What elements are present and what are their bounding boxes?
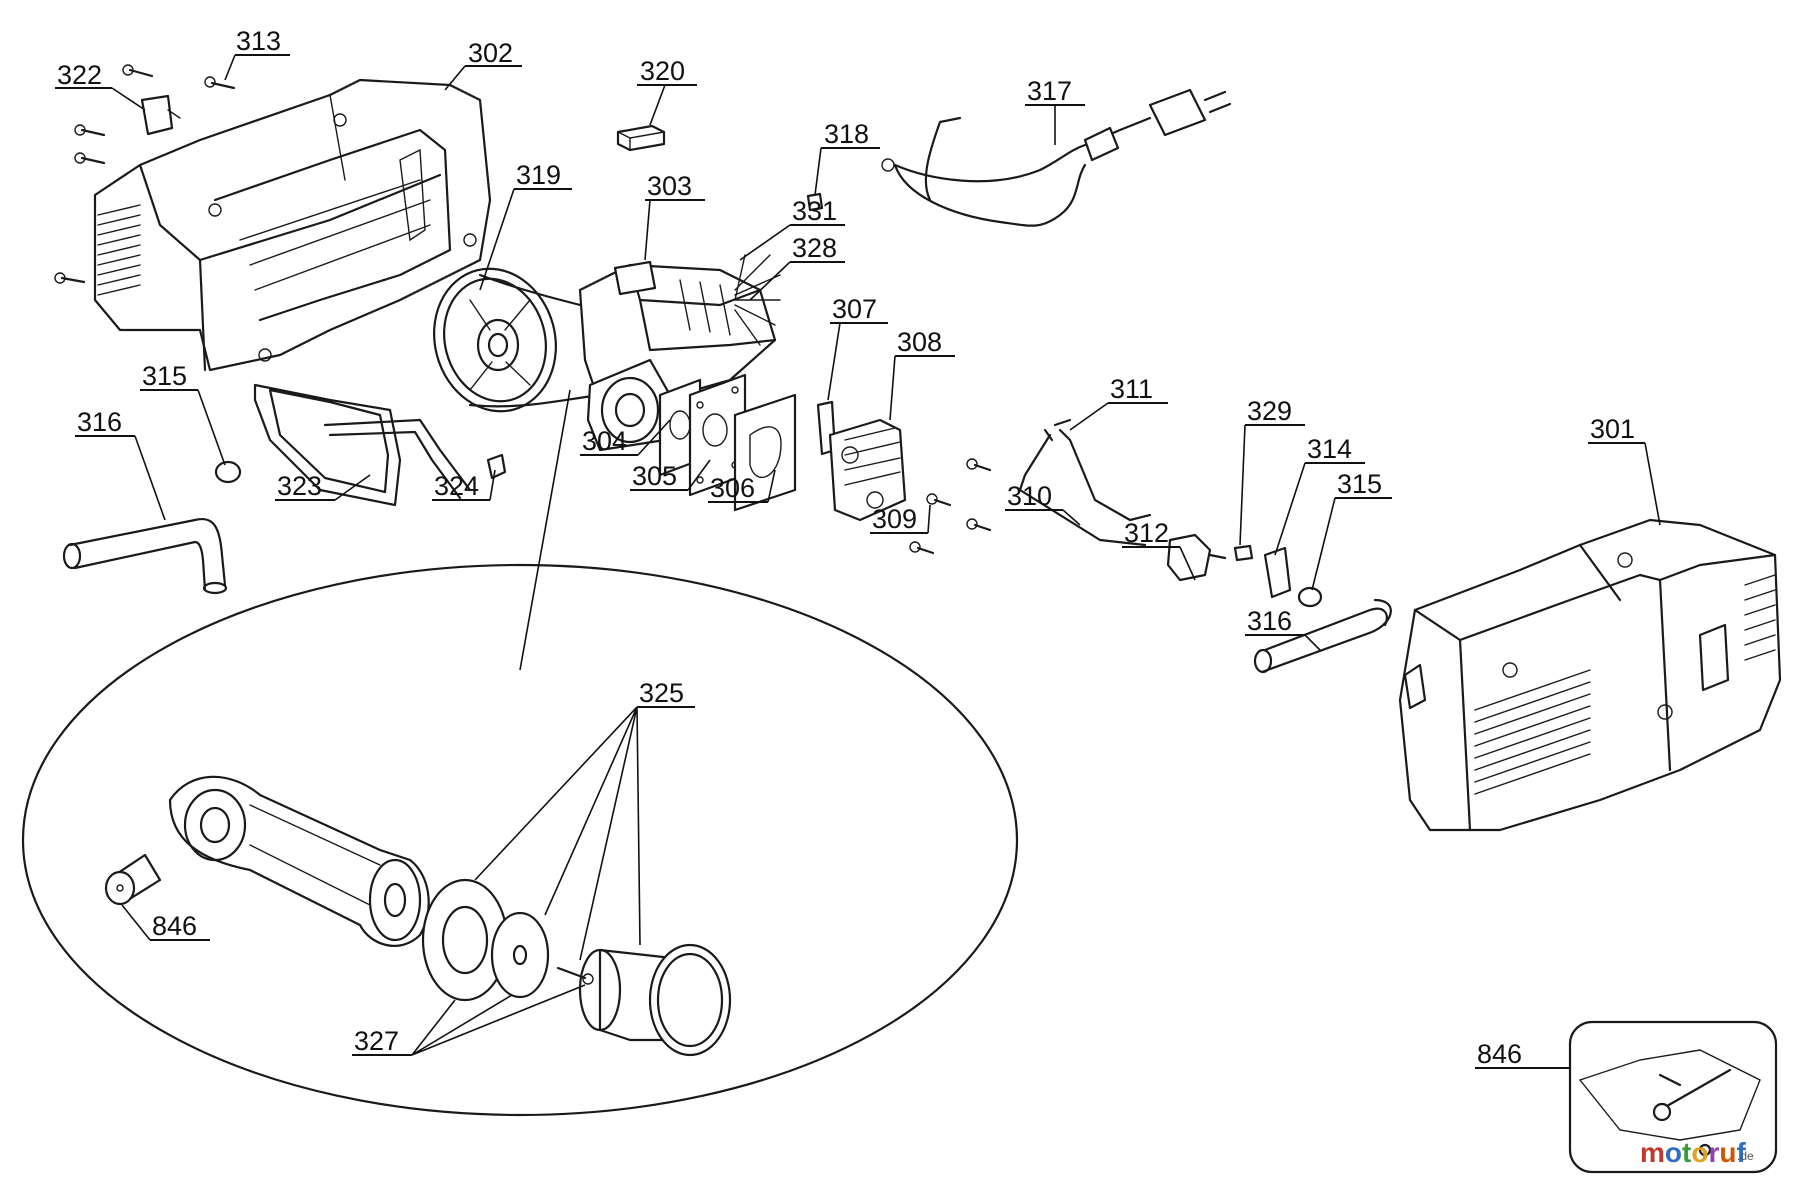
watermark-letter: r <box>1708 1137 1719 1168</box>
label-314: 314 <box>1307 434 1352 464</box>
tube-316-left <box>62 517 228 595</box>
clamp-315-left <box>214 460 242 484</box>
cylinder-sleeve-327 <box>578 943 732 1057</box>
label-311: 311 <box>1110 374 1153 404</box>
connecting-rod-325 <box>168 775 430 947</box>
label-322: 322 <box>57 60 102 90</box>
label-318: 318 <box>824 119 869 149</box>
shroud-rear-302 <box>93 78 492 372</box>
label-302: 302 <box>468 38 513 68</box>
label-310: 310 <box>1007 481 1052 511</box>
motor-pump-303 <box>578 254 781 452</box>
label-317: 317 <box>1027 76 1072 106</box>
watermark-logo: motoruf .de <box>1640 1137 1754 1168</box>
label-306: 306 <box>710 473 755 503</box>
leader-lines <box>55 54 1661 1069</box>
label-315-left: 315 <box>142 361 187 391</box>
label-307: 307 <box>832 294 877 324</box>
bracket-310-311 <box>1018 418 1152 547</box>
label-312: 312 <box>1124 518 1169 548</box>
power-cord-317 <box>881 88 1232 227</box>
label-309: 309 <box>872 504 917 534</box>
label-313: 313 <box>236 26 281 56</box>
fitting-329 <box>1233 544 1254 562</box>
watermark-letter: o <box>1665 1137 1682 1168</box>
label-308: 308 <box>897 327 942 357</box>
label-331: 331 <box>792 196 837 226</box>
watermark-letter: f <box>1736 1137 1746 1168</box>
inset-846 <box>1568 1020 1778 1174</box>
fitting-318 <box>806 192 824 212</box>
label-315-right: 315 <box>1337 469 1382 499</box>
fan-331 <box>734 254 781 346</box>
label-329: 329 <box>1247 396 1292 426</box>
clip-322 <box>140 94 181 136</box>
shroud-front-301 <box>1398 518 1782 832</box>
watermark-letter: u <box>1719 1137 1736 1168</box>
label-846-inset: 846 <box>1477 1039 1522 1069</box>
label-325: 325 <box>639 678 684 708</box>
bolts-309 <box>909 458 992 555</box>
gasket-306 <box>733 393 797 512</box>
pin-846 <box>104 853 162 906</box>
check-valve-312 <box>1166 533 1227 582</box>
clip-324 <box>486 453 507 480</box>
part-labels: 302 313 322 320 317 318 319 303 331 328 … <box>57 26 1635 1069</box>
detail-ellipse <box>21 389 1019 1117</box>
label-846-detail: 846 <box>152 911 197 941</box>
cylinder-head-308 <box>828 418 907 522</box>
watermark-brand: motoruf <box>1640 1137 1746 1168</box>
handle-323 <box>253 383 472 507</box>
label-303: 303 <box>647 171 692 201</box>
watermark-letter: t <box>1682 1137 1691 1168</box>
label-316-left: 316 <box>77 407 122 437</box>
pulley-319 <box>433 267 602 413</box>
screw-327 <box>556 966 594 985</box>
clamp-315-right <box>1297 586 1323 608</box>
disc-327 <box>490 911 550 999</box>
watermark-suffix: .de <box>1737 1149 1754 1163</box>
screws-313 <box>54 64 236 284</box>
label-319: 319 <box>516 160 561 190</box>
pad-320 <box>616 124 666 152</box>
label-316-right: 316 <box>1247 606 1292 636</box>
label-304: 304 <box>582 426 627 456</box>
label-305: 305 <box>632 461 677 491</box>
label-328: 328 <box>792 233 837 263</box>
label-327: 327 <box>354 1026 399 1056</box>
label-320: 320 <box>640 56 685 86</box>
watermark-letter: o <box>1691 1137 1708 1168</box>
clip-314 <box>1263 546 1292 599</box>
label-301: 301 <box>1590 414 1635 444</box>
label-324: 324 <box>434 471 479 501</box>
watermark-letter: m <box>1640 1137 1665 1168</box>
tube-316-right <box>1253 598 1392 674</box>
label-323: 323 <box>277 471 322 501</box>
